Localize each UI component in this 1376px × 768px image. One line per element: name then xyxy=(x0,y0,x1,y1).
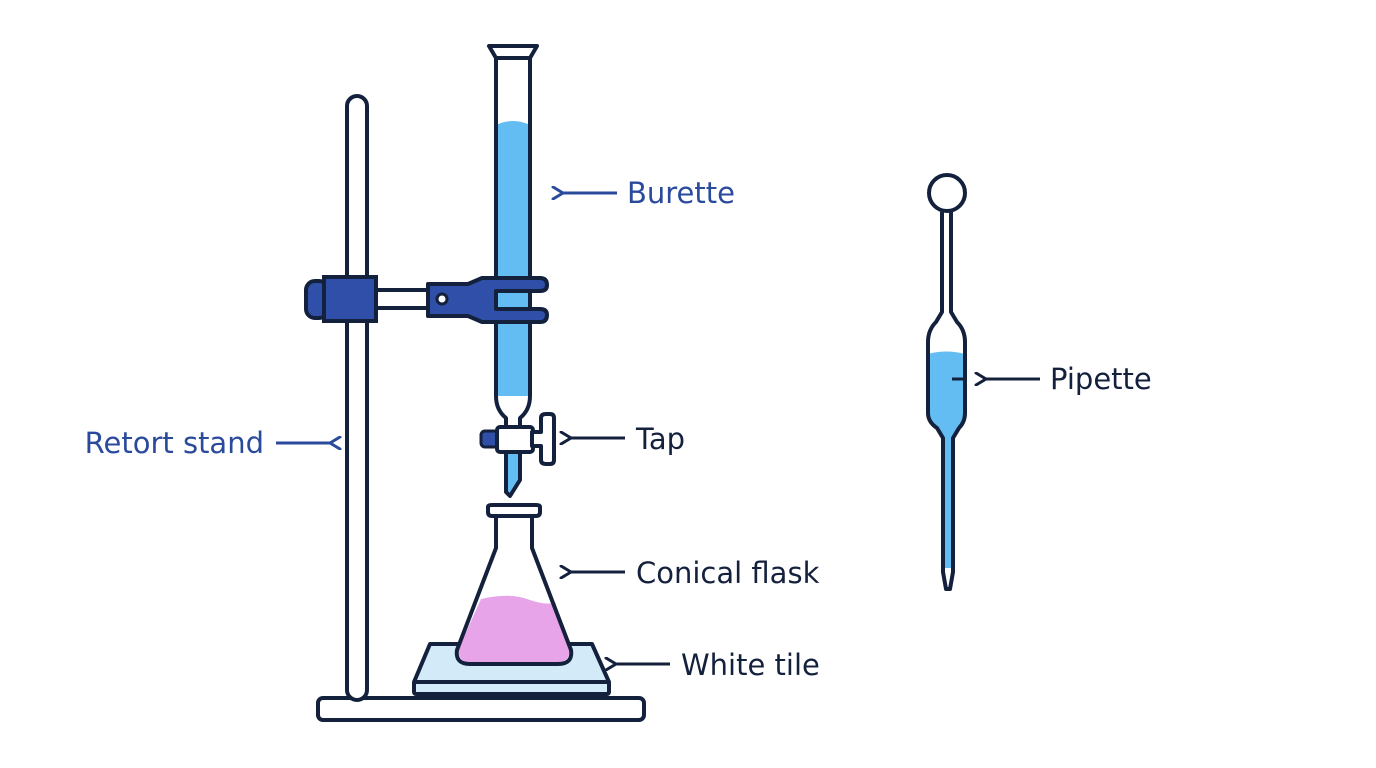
tap-label: Tap xyxy=(635,422,685,456)
flask-liquid xyxy=(458,595,570,662)
clamp-jaws xyxy=(426,276,549,324)
conical-flask xyxy=(454,503,574,666)
retort-stand-label: Retort stand xyxy=(85,426,264,460)
burette-label: Burette xyxy=(627,176,735,210)
burette-clamp xyxy=(304,275,549,324)
burette xyxy=(487,44,539,498)
retort-stand xyxy=(316,94,646,722)
pipette-liquid xyxy=(928,351,965,568)
pipette-label: Pipette xyxy=(1050,362,1152,396)
conical-flask-label: Conical flask xyxy=(636,556,820,590)
retort-stand-rod xyxy=(345,94,369,702)
burette-tap xyxy=(479,412,556,466)
retort-stand-base xyxy=(316,696,646,722)
labels: Burette Retort stand Tap Conical flask W… xyxy=(85,176,1152,682)
boss-head xyxy=(322,275,378,323)
leader-arrows xyxy=(276,193,1040,664)
white-tile-label: White tile xyxy=(681,648,820,682)
pipette-bulb xyxy=(927,173,967,213)
pipette xyxy=(926,173,967,591)
burette-liquid xyxy=(496,121,530,396)
